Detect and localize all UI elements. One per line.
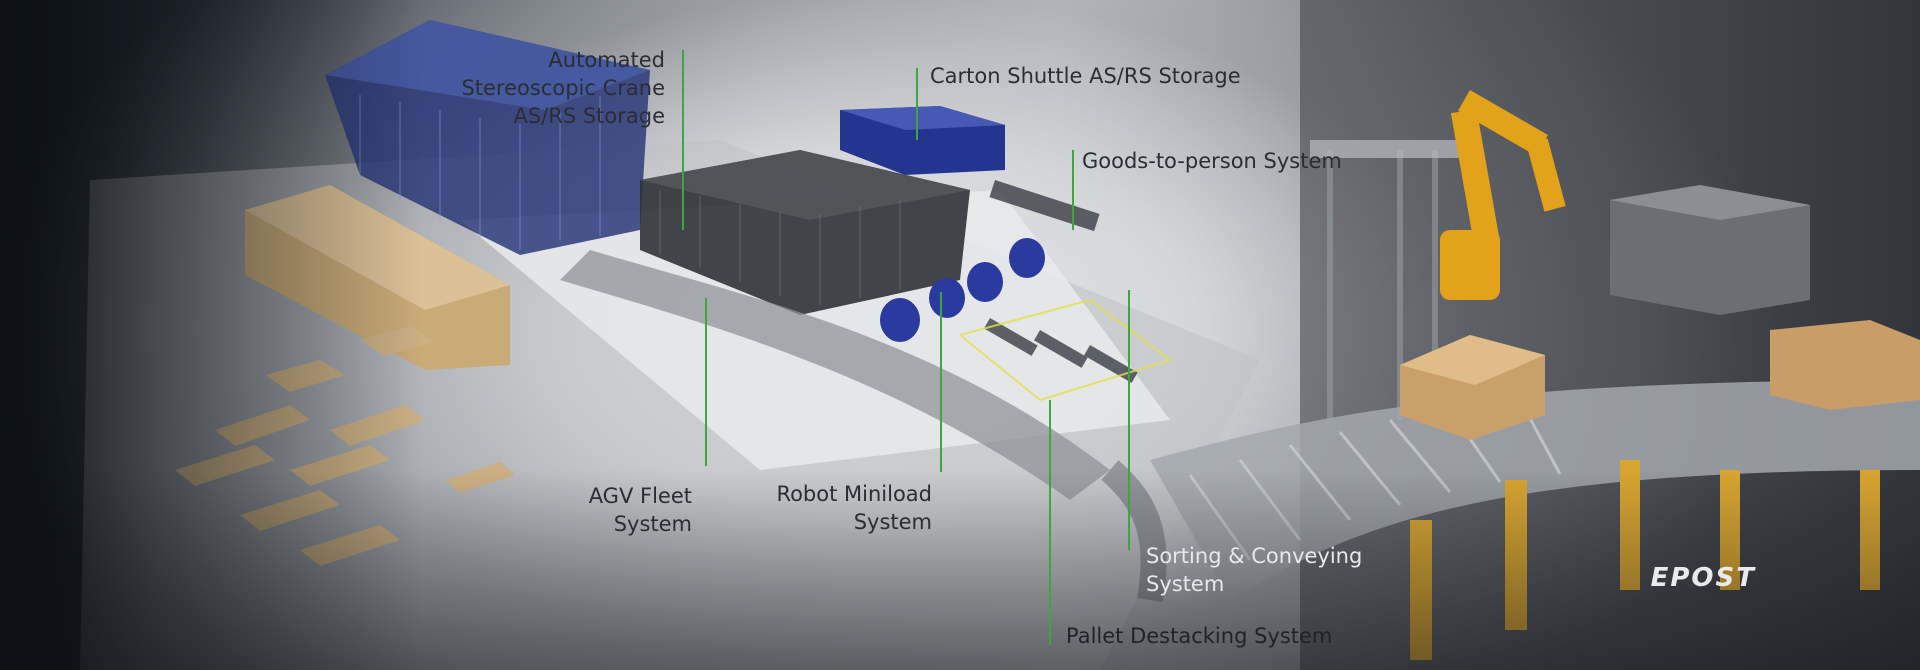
label-robot-miniload: Robot Miniload System (776, 482, 932, 534)
label-sorting-conveying: Sorting & Conveying System (1146, 544, 1363, 596)
brand-logo: EPOST (1650, 563, 1756, 593)
label-goods-to-person: Goods-to-person System (1082, 149, 1342, 173)
leader-line-goods (1072, 150, 1074, 230)
label-carton-shuttle: Carton Shuttle AS/RS Storage (930, 64, 1241, 88)
label-asrs-crane: Automated Stereoscopic Crane AS/RS Stora… (461, 48, 665, 128)
label-pallet-destacking: Pallet Destacking System (1066, 624, 1333, 648)
label-agv-fleet: AGV Fleet System (588, 484, 692, 536)
leader-line-miniload (940, 292, 942, 472)
leader-line-pallet (1049, 400, 1051, 645)
leader-line-sorting (1128, 290, 1130, 550)
leader-line-crane (682, 50, 684, 230)
leader-line-agv (705, 298, 707, 466)
leader-line-shuttle (916, 68, 918, 140)
